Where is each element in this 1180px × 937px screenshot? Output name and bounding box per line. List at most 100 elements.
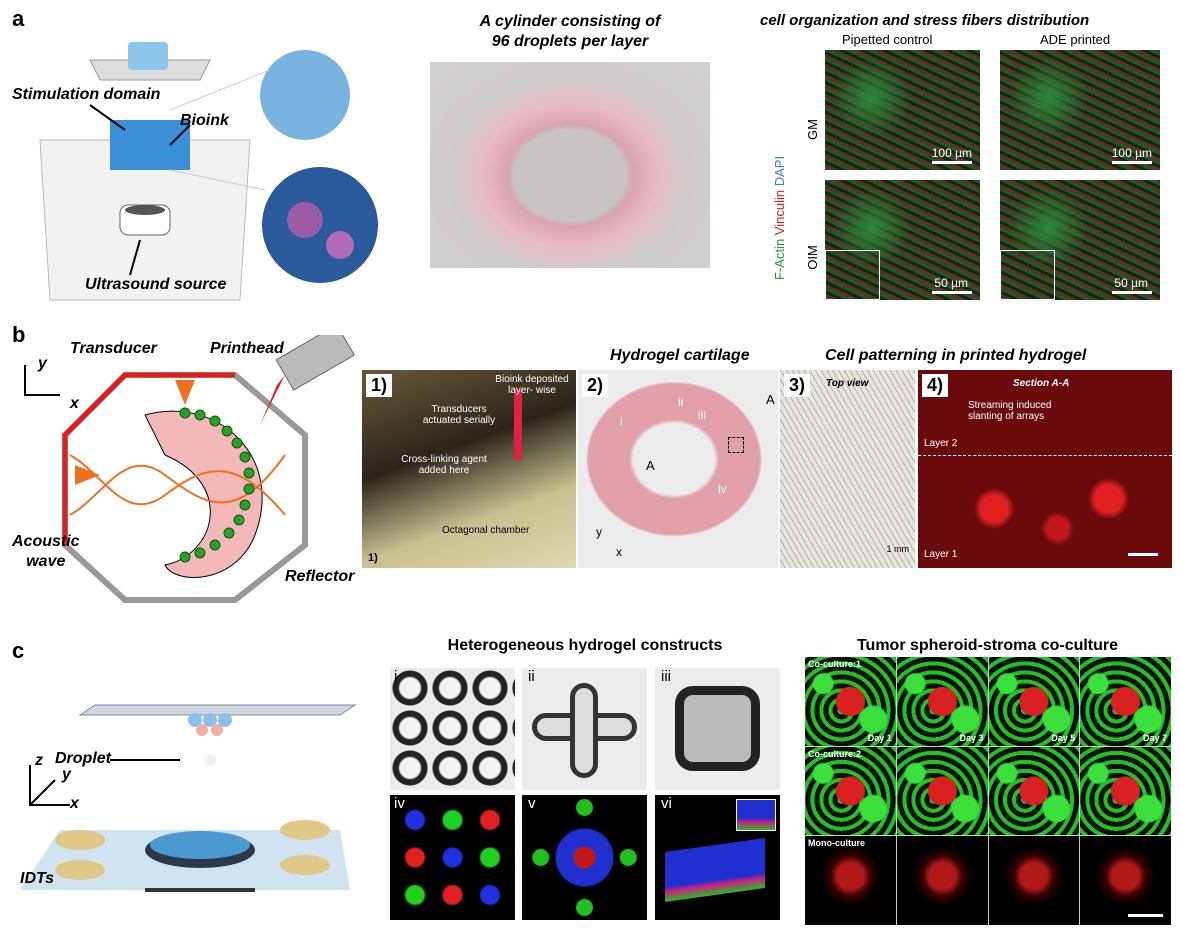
hydrogel-cartilage-title: Hydrogel cartilage — [610, 347, 750, 364]
micrograph-oim-pipetted: 50 µm — [825, 180, 980, 300]
sub-label: vi — [661, 795, 672, 812]
droplet-label: Droplet — [55, 750, 111, 767]
photo-2-hydrogel-cartilage: 2) i ii iii iv A A y x — [578, 370, 778, 568]
region-label: ii — [678, 395, 684, 409]
photo-4-section: 4) Section A-A Streaming induced slantin… — [918, 370, 1172, 568]
printhead-nozzle — [514, 390, 522, 460]
annotation: Cross-linking agent added here — [401, 454, 487, 476]
monoculture-day1: Mono-culture — [805, 836, 896, 925]
transducer-label: Transducer — [70, 340, 157, 357]
construct-iii-square: iii — [655, 668, 780, 790]
col-header-pipetted: Pipetted control — [842, 32, 933, 47]
construct-ii-cross: ii — [522, 668, 647, 790]
construct-iv-fluorescent: iv — [390, 795, 515, 920]
saw-device-schematic — [20, 704, 357, 892]
construct-i-droplet-array: i — [390, 668, 515, 790]
sub-label: iv — [394, 795, 405, 812]
cylinder-title: A cylinder consisting of 96 droplets per… — [450, 12, 690, 52]
micrograph-gm-pipetted: 100 µm — [825, 50, 980, 170]
printhead-label: Printhead — [210, 340, 284, 357]
region-label: iii — [698, 408, 706, 422]
annotation: Octagonal chamber — [442, 525, 530, 536]
coculture1-day3: Day 3 — [896, 657, 988, 746]
cylinder-photo — [430, 62, 710, 268]
panel-label-a: a — [12, 6, 25, 31]
region-label: i — [620, 415, 623, 429]
row-label: Co-culture:2 — [808, 748, 862, 759]
monoculture-day5 — [988, 836, 1080, 925]
axis-y-label: y — [38, 355, 47, 372]
col-header-ade: ADE printed — [1040, 32, 1111, 47]
axis-x-label: x — [616, 545, 622, 559]
axis-x-label: x — [70, 395, 79, 412]
micrograph-oim-ade: 50 µm — [1000, 180, 1160, 300]
stimulation-domain-label: Stimulation domain — [12, 86, 161, 103]
day-label: Day 5 — [1051, 732, 1076, 743]
acoustic-wave-line1: Acoustic — [12, 533, 80, 550]
row-label: Co-culture:1 — [808, 659, 862, 669]
cell-organization-title: cell organization and stress fibers dist… — [760, 12, 1090, 29]
sub-label: v — [528, 795, 536, 812]
tumor-coculture-title: Tumor spheroid-stroma co-culture — [856, 637, 1119, 654]
day-label: Day 7 — [1142, 732, 1167, 743]
stain-dapi: DAPI — [772, 155, 787, 187]
photo-number: 1) — [366, 374, 393, 397]
scale-label: 100 µm — [931, 146, 972, 160]
sub-label: i — [394, 668, 398, 685]
cell-patterning-title: Cell patterning in printed hydrogel — [825, 347, 1087, 364]
annotation: Streaming induced slanting of arrays — [968, 400, 1052, 422]
annotation: Bioink deposited layer- wise — [495, 374, 569, 396]
photo-number: 2) — [582, 374, 609, 397]
coculture2-day7 — [1080, 746, 1171, 836]
photo-number: 4) — [922, 374, 949, 397]
view-label: Top view — [826, 378, 869, 389]
coculture2-day5 — [988, 746, 1080, 836]
day-label: Day 3 — [959, 732, 984, 743]
monoculture-day7 — [1080, 836, 1171, 925]
coculture1-day7: Day 7 — [1080, 657, 1171, 746]
region-box — [728, 437, 744, 453]
acoustic-printer-schematic — [39, 42, 378, 301]
construct-v-fluorescent: v — [522, 795, 647, 920]
sub-label: iii — [661, 668, 671, 685]
coculture2-day1: Co-culture:2 — [805, 746, 896, 836]
axis-z-label: z — [35, 752, 43, 769]
view-label: Section A-A — [1013, 378, 1070, 389]
cylinder-title-line2: 96 droplets per layer — [491, 33, 649, 50]
region-label: iv — [718, 482, 727, 496]
layer-label: Layer 1 — [924, 549, 958, 560]
sub-label: ii — [528, 668, 535, 685]
scale-label: 1 mm — [886, 544, 910, 554]
idts-label: IDTs — [20, 870, 55, 887]
axis-x-label: x — [70, 795, 79, 812]
micrograph-gm-ade: 100 µm — [1000, 50, 1160, 170]
monoculture-day3 — [896, 836, 988, 925]
stain-legend: F-Actin Vinculin DAPI — [772, 156, 787, 280]
coculture1-day5: Day 5 — [988, 657, 1080, 746]
photo-number: 3) — [784, 374, 811, 397]
coculture2-day3 — [896, 746, 988, 836]
row-label-oim: OIM — [804, 245, 820, 270]
scale-bar — [1128, 913, 1163, 917]
axis-y-label: y — [596, 525, 602, 539]
reflector-label: Reflector — [285, 568, 355, 585]
cylinder-title-line1: A cylinder consisting of — [479, 13, 661, 30]
panel-label-c: c — [12, 638, 25, 663]
stain-vinculin: Vinculin — [772, 189, 787, 236]
annotation: 1) — [368, 552, 378, 564]
scale-label: 100 µm — [1111, 146, 1152, 160]
scale-label: 50 µm — [934, 276, 968, 290]
construct-vi-3d: vi — [655, 795, 780, 920]
row-label-gm: GM — [804, 119, 820, 140]
bioink-label: Bioink — [180, 112, 229, 129]
section-marker: A — [766, 392, 775, 407]
scale-label: 50 µm — [1114, 276, 1148, 290]
octagonal-chamber-diagram — [24, 335, 355, 603]
panel-label-b: b — [12, 322, 26, 347]
layer-label: Layer 2 — [924, 438, 958, 449]
scale-bar — [1128, 553, 1158, 556]
layer-divider — [918, 455, 1172, 456]
